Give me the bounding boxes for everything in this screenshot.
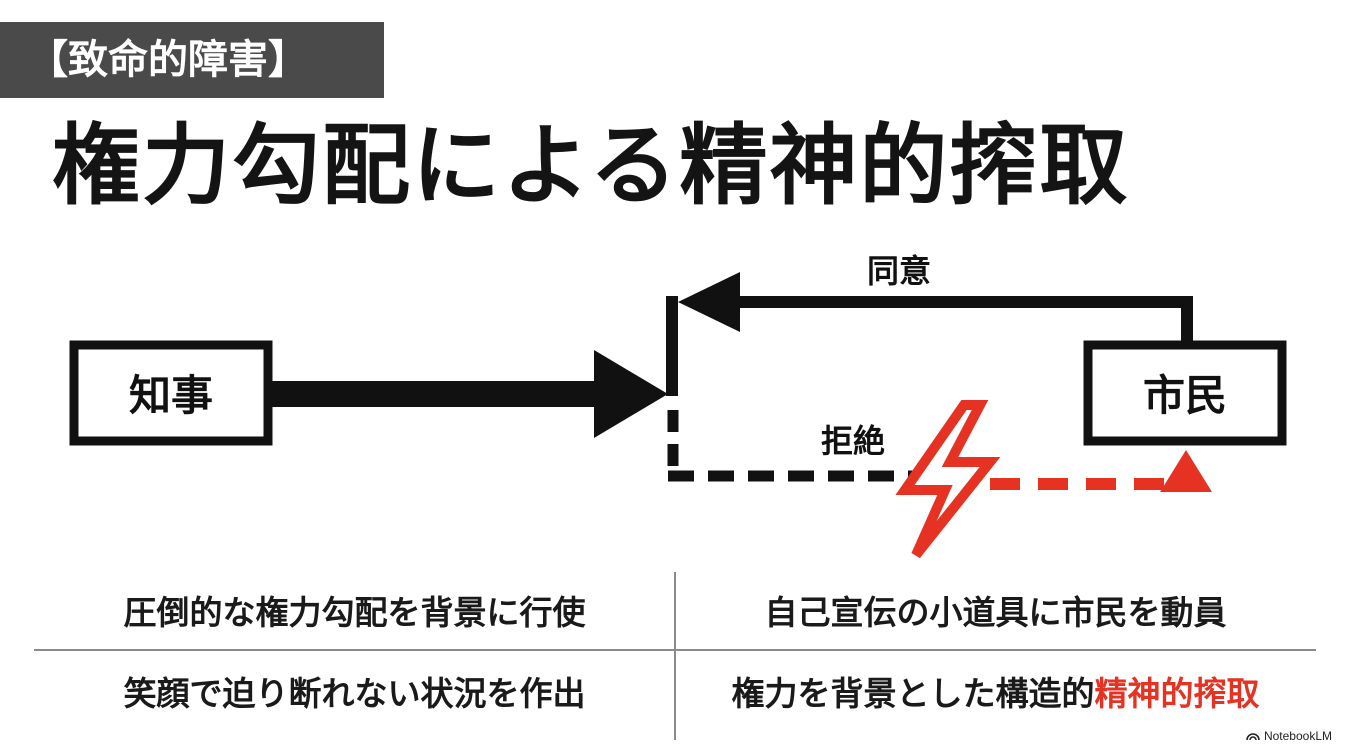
consent-line: [724, 296, 1193, 308]
pressure-arrow-shaft: [268, 381, 600, 407]
governor-label: 知事: [129, 371, 213, 420]
highlight-text: 精神的搾取: [1094, 674, 1260, 713]
cell-r1-left: 圧倒的な権力勾配を背景に行使: [123, 593, 586, 632]
cell-r1-right: 自己宣伝の小道具に市民を動員: [764, 593, 1227, 632]
citizen-label: 市民: [1143, 371, 1227, 420]
cell-r2-left: 笑顔で迫り断れない状況を作出: [123, 674, 586, 713]
center-line: [666, 296, 678, 396]
notebooklm-logo-icon: [1246, 733, 1260, 741]
consent-label: 同意: [867, 252, 931, 290]
consent-riser: [1181, 296, 1193, 346]
brand-watermark: NotebookLM: [1246, 729, 1332, 743]
arrow-head-left: [678, 272, 740, 332]
section-tag: 【致命的障害】: [0, 22, 384, 98]
cell-r2-right-prefix: 権力を背景とした構造的: [731, 674, 1095, 713]
brand-name: NotebookLM: [1263, 729, 1332, 743]
page-title: 権力勾配による精神的搾取: [52, 114, 1130, 217]
cell-r2-right: 権力を背景とした構造的精神的搾取: [675, 664, 1316, 724]
lightning-icon: [895, 400, 1001, 559]
arrow-head-right: [594, 350, 668, 438]
arrow-head-up: [1160, 450, 1212, 492]
reject-label: 拒絶: [821, 422, 885, 460]
